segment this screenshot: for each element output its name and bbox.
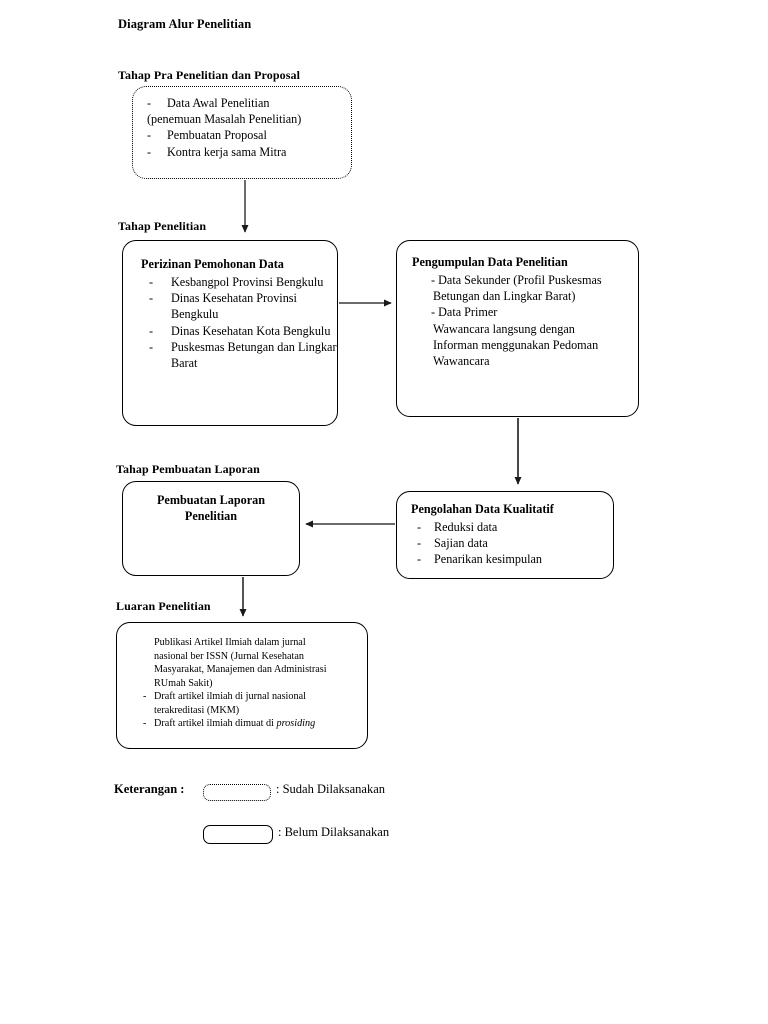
flow-box-pengolahan-data-kualitatif: Pengolahan Data Kualitatif - Reduksi dat… [396, 491, 614, 579]
flow-box-pengolahan-content: Pengolahan Data Kualitatif - Reduksi dat… [397, 492, 613, 568]
bullet-dash: - [417, 552, 422, 567]
list-item: - Reduksi data [417, 519, 498, 534]
list-item: Wawancara langsung dengan [433, 321, 575, 336]
legend-text-sudah-dilaksanakan: : Sudah Dilaksanakan [276, 782, 386, 796]
list-item: - Pembuatan Proposal [147, 128, 267, 143]
luaran-item3-italic: prosiding [276, 718, 316, 730]
flow-box-laporan-title-line1: Pembuatan Laporan [156, 493, 265, 507]
perizinan-item-list: - Kesbangpol Provinsi Bengkulu - Dinas K… [141, 274, 337, 371]
luaran-item-list: Publikasi Artikel Ilmiah dalam jurnal na… [143, 636, 367, 731]
flow-box-pengumpulan-data-penelitian: Pengumpulan Data Penelitian - Data Sekun… [396, 240, 639, 417]
list-item: - Dinas Kesehatan Provinsi Bengkulu [149, 291, 297, 322]
list-item: Informan menggunakan Pedoman [433, 337, 599, 352]
bullet-dash: - [417, 519, 422, 534]
luaran-item3-prefix: Draft artikel ilmiah dimuat di [154, 718, 277, 730]
list-item: - Kontra kerja sama Mitra [147, 144, 287, 159]
list-item: - Data Sekunder (Profil Puskesmas [431, 272, 602, 287]
pengumpulan-item-list: - Data Sekunder (Profil Puskesmas Betung… [412, 272, 638, 369]
list-item: Wawancara [433, 353, 490, 368]
pengolahan-item-list: - Reduksi data - Sajian data - Penarikan… [411, 519, 613, 568]
legend-swatch-belum-dilaksanakan [203, 825, 273, 844]
flow-box-pra-penelitian-content: - Data Awal Penelitian (penemuan Masalah… [133, 87, 351, 160]
legend-label: Keterangan : [114, 782, 185, 796]
list-item: - Penarikan kesimpulan [417, 552, 542, 567]
stage-label-penelitian: Tahap Penelitian [118, 219, 207, 233]
flow-box-pembuatan-laporan-penelitian: Pembuatan Laporan Penelitian [122, 481, 300, 576]
list-item: - Puskesmas Betungan dan Lingkar Barat [149, 339, 337, 370]
flow-box-pengumpulan-content: Pengumpulan Data Penelitian - Data Sekun… [397, 241, 638, 369]
flow-box-perizinan-title: Perizinan Pemohonan Data [141, 257, 284, 271]
list-item: Betungan dan Lingkar Barat) [433, 289, 576, 304]
list-item: terakreditasi (MKM) [154, 704, 240, 716]
list-item: (penemuan Masalah Penelitian) [147, 112, 302, 127]
pra-penelitian-item-list: - Data Awal Penelitian (penemuan Masalah… [147, 95, 351, 160]
flow-box-laporan-title-line2: Penelitian [184, 508, 238, 523]
bullet-dash: - [147, 144, 152, 159]
list-item: - Draft artikel ilmiah di jurnal nasiona… [143, 691, 306, 703]
legend-text-belum-dilaksanakan: : Belum Dilaksanakan [278, 825, 390, 839]
list-item: - Draft artikel ilmiah dimuat di prosidi… [143, 717, 367, 731]
bullet-dash: - [149, 339, 154, 354]
list-item: RUmah Sakit) [154, 677, 213, 689]
bullet-dash: - [417, 536, 422, 551]
bullet-dash: - [147, 96, 152, 110]
flow-box-pengumpulan-title: Pengumpulan Data Penelitian [412, 255, 568, 269]
stage-label-luaran-penelitian: Luaran Penelitian [116, 599, 211, 613]
flow-box-luaran-content: Publikasi Artikel Ilmiah dalam jurnal na… [117, 623, 367, 731]
list-item: - Kesbangpol Provinsi Bengkulu [149, 274, 324, 289]
list-item: - Data Awal Penelitian [147, 96, 270, 110]
list-item: Masyarakat, Manajemen dan Administrasi [154, 664, 327, 676]
list-item: Publikasi Artikel Ilmiah dalam jurnal [154, 637, 306, 648]
legend-swatch-sudah-dilaksanakan [203, 784, 271, 801]
bullet-dash: - [149, 274, 154, 289]
flow-box-perizinan-pemohonan-data: Perizinan Pemohonan Data - Kesbangpol Pr… [122, 240, 338, 426]
bullet-dash: - [143, 691, 147, 703]
list-item: - Data Primer [431, 305, 498, 320]
flow-box-laporan-content: Pembuatan Laporan Penelitian [123, 482, 299, 525]
stage-label-pra-penelitian: Tahap Pra Penelitian dan Proposal [118, 68, 300, 82]
flow-box-luaran-penelitian: Publikasi Artikel Ilmiah dalam jurnal na… [116, 622, 368, 749]
list-item: nasional ber ISSN (Jurnal Kesehatan [154, 650, 304, 662]
list-item: - Dinas Kesehatan Kota Bengkulu [149, 323, 331, 338]
flow-box-pra-penelitian: - Data Awal Penelitian (penemuan Masalah… [132, 86, 352, 179]
flow-box-perizinan-content: Perizinan Pemohonan Data - Kesbangpol Pr… [123, 241, 337, 371]
bullet-dash: - [149, 291, 154, 306]
stage-label-pembuatan-laporan: Tahap Pembuatan Laporan [116, 462, 260, 476]
page-title: Diagram Alur Penelitian [118, 17, 252, 31]
bullet-dash: - [147, 128, 152, 143]
bullet-dash: - [149, 323, 154, 338]
bullet-dash: - [143, 718, 147, 730]
flow-box-pengolahan-title: Pengolahan Data Kualitatif [411, 502, 554, 516]
list-item: - Sajian data [417, 536, 488, 551]
